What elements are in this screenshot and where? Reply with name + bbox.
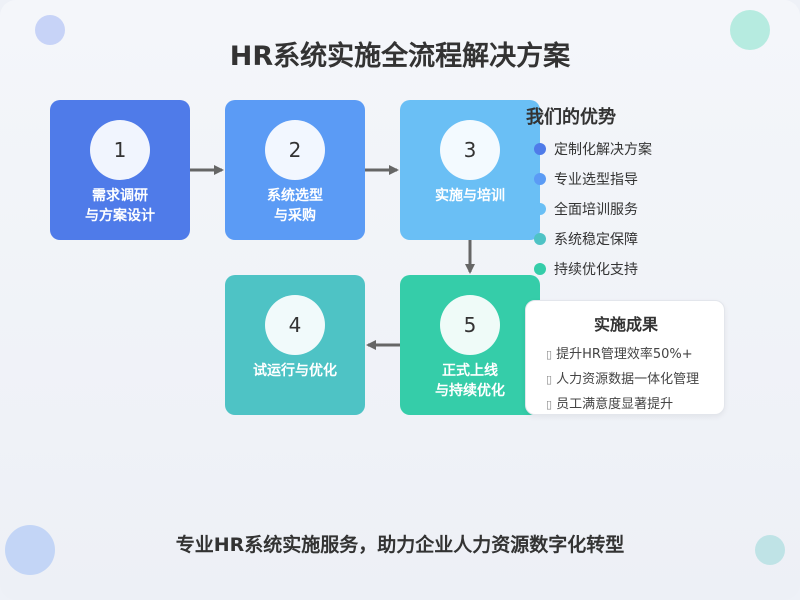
decor-circle-top-left: [35, 15, 65, 45]
step-2-card: 2 系统选型 与采购: [225, 100, 365, 240]
check-icon: ▯: [546, 348, 553, 361]
decor-circle-bottom-right: [755, 535, 785, 565]
step-1-number: 1: [90, 120, 150, 180]
step-2-label: 系统选型 与采购: [225, 186, 365, 226]
check-icon: ▯: [546, 398, 553, 411]
advantage-item: 定制化解决方案: [534, 140, 652, 160]
bullet-dot-icon: [534, 203, 546, 215]
bullet-dot-icon: [534, 263, 546, 275]
step-1-card: 1 需求调研 与方案设计: [50, 100, 190, 240]
step-2-label-line1: 系统选型: [267, 188, 323, 204]
advantage-item: 系统稳定保障: [534, 230, 638, 250]
step-4-label: 试运行与优化: [225, 361, 365, 381]
result-item: ▯员工满意度显著提升: [546, 397, 674, 412]
step-1-label-line2: 与方案设计: [85, 208, 155, 224]
check-icon: ▯: [546, 373, 553, 386]
decor-circle-top-right: [730, 10, 770, 50]
step-3-number: 3: [440, 120, 500, 180]
advantage-item: 专业选型指导: [534, 170, 638, 190]
step-5-label-line2: 与持续优化: [435, 383, 505, 399]
step-4-card: 4 试运行与优化: [225, 275, 365, 415]
step-3-card: 3 实施与培训: [400, 100, 540, 240]
decor-circle-bottom-left: [5, 525, 55, 575]
step-2-label-line2: 与采购: [274, 208, 316, 224]
step-5-label: 正式上线 与持续优化: [400, 361, 540, 401]
bullet-dot-icon: [534, 173, 546, 185]
step-1-label-line1: 需求调研: [92, 188, 148, 204]
footer-tagline: 专业HR系统实施服务，助力企业人力资源数字化转型: [175, 534, 625, 556]
step-4-number: 4: [265, 295, 325, 355]
results-card: 实施成果 ▯提升HR管理效率50%+ ▯人力资源数据一体化管理 ▯员工满意度显著…: [525, 300, 725, 415]
bullet-dot-icon: [534, 233, 546, 245]
advantage-item: 全面培训服务: [534, 200, 638, 220]
step-5-label-line1: 正式上线: [442, 363, 498, 379]
step-5-card: 5 正式上线 与持续优化: [400, 275, 540, 415]
step-5-number: 5: [440, 295, 500, 355]
result-item: ▯人力资源数据一体化管理: [546, 372, 700, 387]
advantages-title: 我们的优势: [526, 107, 616, 128]
results-title: 实施成果: [593, 315, 658, 334]
advantage-item: 持续优化支持: [534, 260, 638, 280]
step-4-label-line1: 试运行与优化: [253, 363, 337, 379]
bullet-dot-icon: [534, 143, 546, 155]
result-item: ▯提升HR管理效率50%+: [546, 347, 693, 362]
step-1-label: 需求调研 与方案设计: [50, 186, 190, 226]
page-title: HR系统实施全流程解决方案: [229, 41, 571, 72]
step-2-number: 2: [265, 120, 325, 180]
step-3-label: 实施与培训: [400, 186, 540, 206]
step-3-label-line1: 实施与培训: [435, 188, 505, 204]
